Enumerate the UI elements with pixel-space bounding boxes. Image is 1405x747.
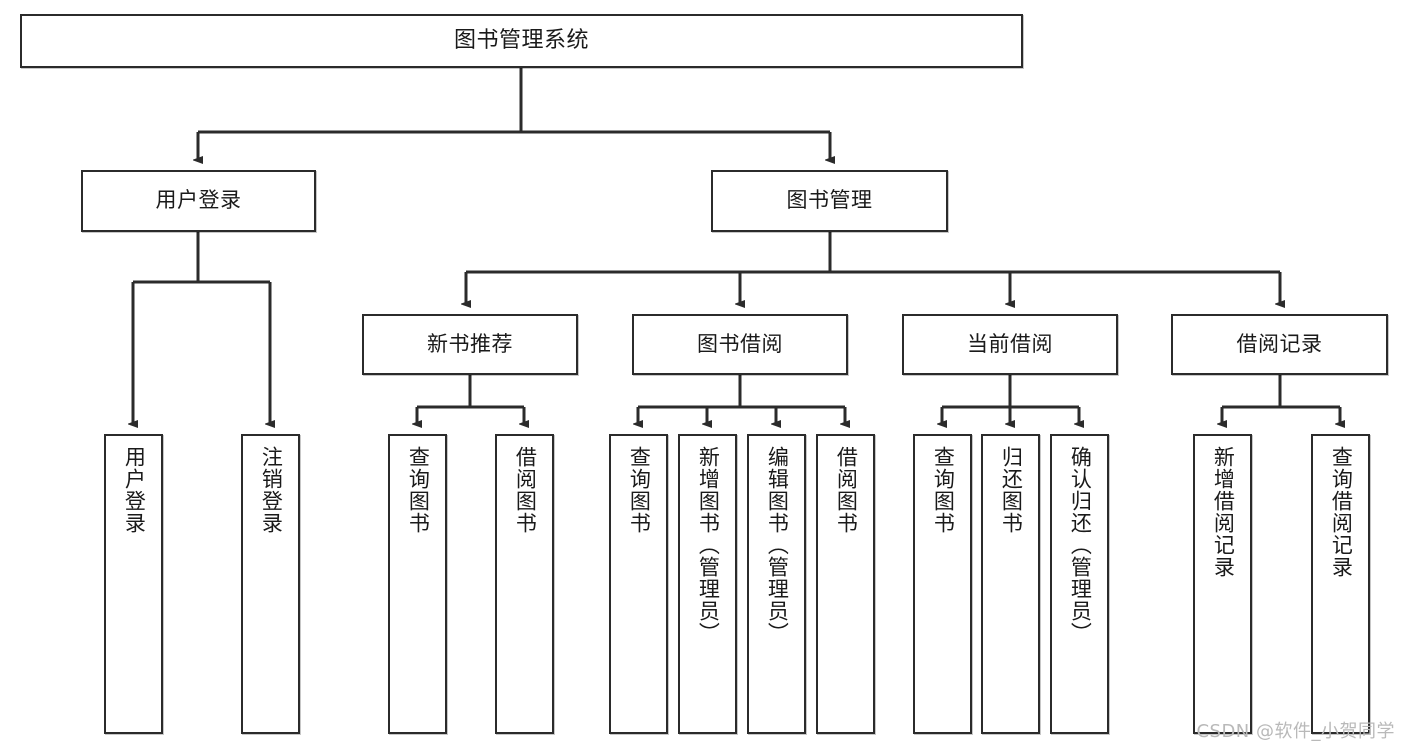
node-leaf-logout[interactable]: 注销登录 [241, 434, 300, 734]
node-label: 新增图书（管理员） [696, 446, 721, 644]
node-leaf-return-book[interactable]: 归还图书 [981, 434, 1040, 734]
node-label: 归还图书 [999, 446, 1024, 534]
node-label: 新书推荐 [427, 331, 513, 356]
node-label: 查询图书 [931, 446, 956, 534]
node-leaf-confirm-return-admin[interactable]: 确认归还（管理员） [1050, 434, 1109, 734]
node-label: 图书管理 [786, 188, 873, 213]
node-label: 新增借阅记录 [1211, 446, 1236, 578]
node-current-borrow[interactable]: 当前借阅 [902, 314, 1118, 375]
node-label: 用户登录 [122, 446, 147, 534]
node-book-management[interactable]: 图书管理 [711, 170, 948, 232]
node-leaf-add-borrow-record[interactable]: 新增借阅记录 [1193, 434, 1252, 734]
node-leaf-user-login[interactable]: 用户登录 [104, 434, 163, 734]
node-leaf-borrow-book[interactable]: 借阅图书 [816, 434, 875, 734]
node-label: 查询图书 [627, 446, 652, 534]
node-borrow-record[interactable]: 借阅记录 [1171, 314, 1388, 375]
node-book-borrow[interactable]: 图书借阅 [632, 314, 848, 375]
node-leaf-query-borrow-record[interactable]: 查询借阅记录 [1311, 434, 1370, 734]
watermark: CSDN @软件_小贺同学 [1196, 721, 1395, 742]
node-leaf-query-book-current[interactable]: 查询图书 [913, 434, 972, 734]
node-new-book-recommend[interactable]: 新书推荐 [362, 314, 578, 375]
node-label: 用户登录 [155, 188, 242, 213]
node-leaf-query-book-recommend[interactable]: 查询图书 [388, 434, 447, 734]
node-leaf-add-book-admin[interactable]: 新增图书（管理员） [678, 434, 737, 734]
node-label: 查询图书 [406, 446, 431, 534]
node-label: 图书管理系统 [453, 27, 589, 53]
node-label: 注销登录 [259, 446, 284, 534]
node-leaf-query-book-borrow[interactable]: 查询图书 [609, 434, 668, 734]
node-label: 编辑图书（管理员） [765, 446, 790, 644]
node-leaf-borrow-book-recommend[interactable]: 借阅图书 [495, 434, 554, 734]
node-label: 当前借阅 [967, 331, 1053, 356]
node-root-system[interactable]: 图书管理系统 [20, 14, 1023, 68]
node-user-login[interactable]: 用户登录 [81, 170, 316, 232]
node-label: 查询借阅记录 [1329, 446, 1354, 578]
node-label: 图书借阅 [697, 331, 783, 356]
node-label: 借阅记录 [1236, 331, 1323, 356]
node-label: 借阅图书 [834, 446, 859, 534]
node-label: 借阅图书 [513, 446, 538, 534]
node-leaf-edit-book-admin[interactable]: 编辑图书（管理员） [747, 434, 806, 734]
node-label: 确认归还（管理员） [1068, 446, 1093, 644]
